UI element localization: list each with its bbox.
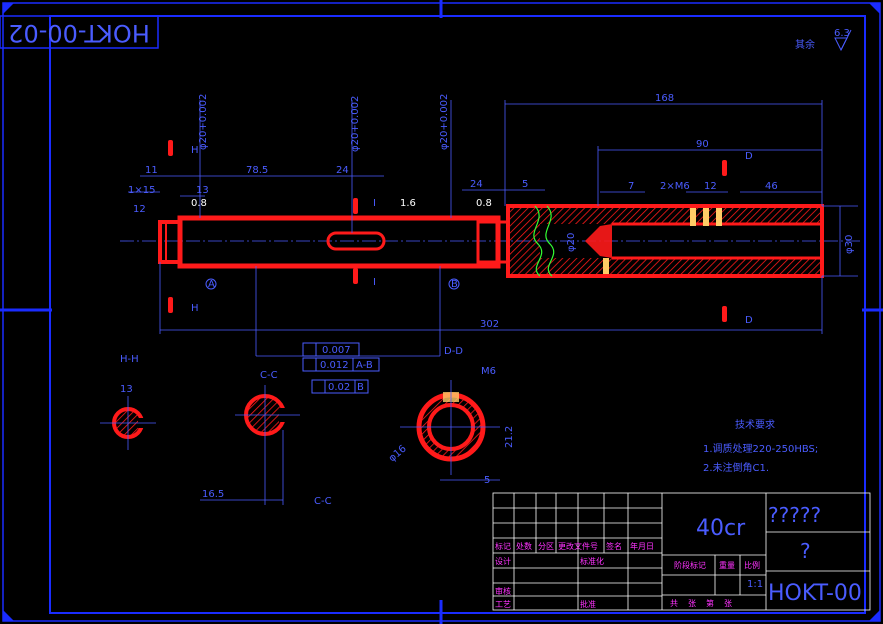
section-hh: H-H 13 xyxy=(100,354,156,450)
label-h-top: H xyxy=(191,145,199,156)
dimension-texts: 168 90 46 12 7 2×M6 24 5 78.5 24 13 11 1… xyxy=(128,93,855,330)
dim-24b: 24 xyxy=(336,165,349,176)
dim-phi30: φ30 xyxy=(844,235,855,254)
tol-runout: 0.007 xyxy=(322,345,351,356)
dim-phi20d: φ20 xyxy=(566,233,577,252)
dimension-lines xyxy=(128,100,858,357)
tol-datum-b: B xyxy=(357,382,364,393)
dim-thread: 2×M6 xyxy=(660,181,690,192)
dim-phi16: φ16 xyxy=(387,443,409,464)
dim-phi20c: φ20+0.002 xyxy=(439,94,450,150)
tb-h-design: 设计 xyxy=(495,556,511,566)
shaft-main-view xyxy=(120,204,860,278)
section-dd: D-D M6 5 φ16 21.2 xyxy=(387,346,515,486)
tech-title: 技术要求 xyxy=(735,418,775,431)
surface-note-text: 其余 xyxy=(795,38,815,51)
rough-08a: 0.8 xyxy=(191,198,207,209)
tb-h-process: 工艺 xyxy=(495,600,511,609)
label-h-bottom: H xyxy=(191,303,199,314)
rough-08b: 0.8 xyxy=(476,198,492,209)
datum-b: B xyxy=(451,279,458,290)
label-d-bottom: D xyxy=(745,315,753,326)
dim-78-5: 78.5 xyxy=(246,165,268,176)
tol-datum-ab: A-B xyxy=(356,360,373,371)
tb-h-weight: 重量 xyxy=(719,560,735,570)
tb-drawing-no: HOKT-00 xyxy=(768,581,862,606)
tol-position: 0.012 xyxy=(320,360,349,371)
rotated-drawing-code: HOKT-00-02 xyxy=(8,19,150,47)
section-cc: C-C 16.5 C-C xyxy=(200,370,332,507)
tb-h-approve: 批准 xyxy=(580,599,596,609)
tb-scale-value: 1:1 xyxy=(747,579,763,590)
tolerance-frames: 0.007 0.012 A-B 0.02 B xyxy=(302,342,380,394)
surface-value: 6.3 xyxy=(834,28,850,39)
technical-requirements: 技术要求 1.调质处理220-250HBS; 2.未注倒角C1. xyxy=(703,418,818,474)
tb-h-date: 年月日 xyxy=(630,541,654,551)
tb-h-total: 共 xyxy=(670,599,678,608)
dim-168: 168 xyxy=(655,93,674,104)
datum-a: A xyxy=(208,279,215,290)
section-hh-label: H-H xyxy=(120,354,139,365)
dim-302: 302 xyxy=(480,319,499,330)
tb-material: 40cr xyxy=(696,516,746,541)
label-i-top: I xyxy=(373,198,376,209)
tb-h-change-doc: 更改文件号 xyxy=(558,541,598,551)
tb-h-sheets: 张 xyxy=(688,599,696,608)
dim-21-2: 21.2 xyxy=(504,426,515,448)
tb-h-count: 处数 xyxy=(516,541,532,551)
dim-5: 5 xyxy=(522,179,528,190)
dim-24a: 24 xyxy=(470,179,483,190)
tech-req-1: 1.调质处理220-250HBS; xyxy=(703,443,818,455)
dim-1x15: 1×15 xyxy=(128,185,155,196)
section-markers: H H I I D D A B xyxy=(168,140,753,326)
tb-part-name: ? xyxy=(800,539,811,563)
dim-16-5: 16.5 xyxy=(202,489,224,500)
tb-h-standard: 标准化 xyxy=(580,556,604,566)
section-dd-label: D-D xyxy=(444,346,463,357)
dim-5b: 5 xyxy=(484,475,490,486)
dim-phi20a: φ20+0.002 xyxy=(198,94,209,150)
dim-12b: 12 xyxy=(133,204,146,215)
title-block xyxy=(492,492,871,611)
dim-11: 11 xyxy=(145,165,158,176)
tb-h-sheet: 第 xyxy=(706,598,714,608)
tb-company: ????? xyxy=(768,503,821,527)
dim-12: 12 xyxy=(704,181,717,192)
dim-m6: M6 xyxy=(481,366,496,377)
dim-phi20b: φ20+0.002 xyxy=(350,96,361,152)
tb-h-signature: 签名 xyxy=(606,541,622,551)
tech-req-2: 2.未注倒角C1. xyxy=(703,461,769,474)
roughness-note: 其余 6.3 xyxy=(795,28,852,52)
label-d-top: D xyxy=(745,151,753,162)
tb-h-mark: 标记 xyxy=(495,541,511,551)
rotated-code-box: HOKT-00-02 xyxy=(0,15,159,49)
tb-h-check: 审核 xyxy=(495,586,511,596)
tb-h-sheet-unit: 张 xyxy=(724,599,732,608)
section-cc-label: C-C xyxy=(260,370,278,381)
tb-h-stage-mark: 阶段标记 xyxy=(674,560,706,570)
rough-16: 1.6 xyxy=(400,198,416,209)
section-hh-dim: 13 xyxy=(120,384,133,395)
dim-7: 7 xyxy=(628,181,634,192)
dim-46: 46 xyxy=(765,181,778,192)
title-block-text: 40cr ????? ? HOKT-00 1:1 标记 处数 分区 更改文件号 … xyxy=(495,503,862,609)
dim-13: 13 xyxy=(196,185,209,196)
section-cc-label2: C-C xyxy=(314,496,332,507)
tb-h-zone: 分区 xyxy=(538,542,554,551)
dim-90: 90 xyxy=(696,139,709,150)
label-i-bottom: I xyxy=(373,277,376,288)
tol-symmetry: 0.02 xyxy=(328,382,350,393)
tb-h-scale: 比例 xyxy=(744,560,760,570)
